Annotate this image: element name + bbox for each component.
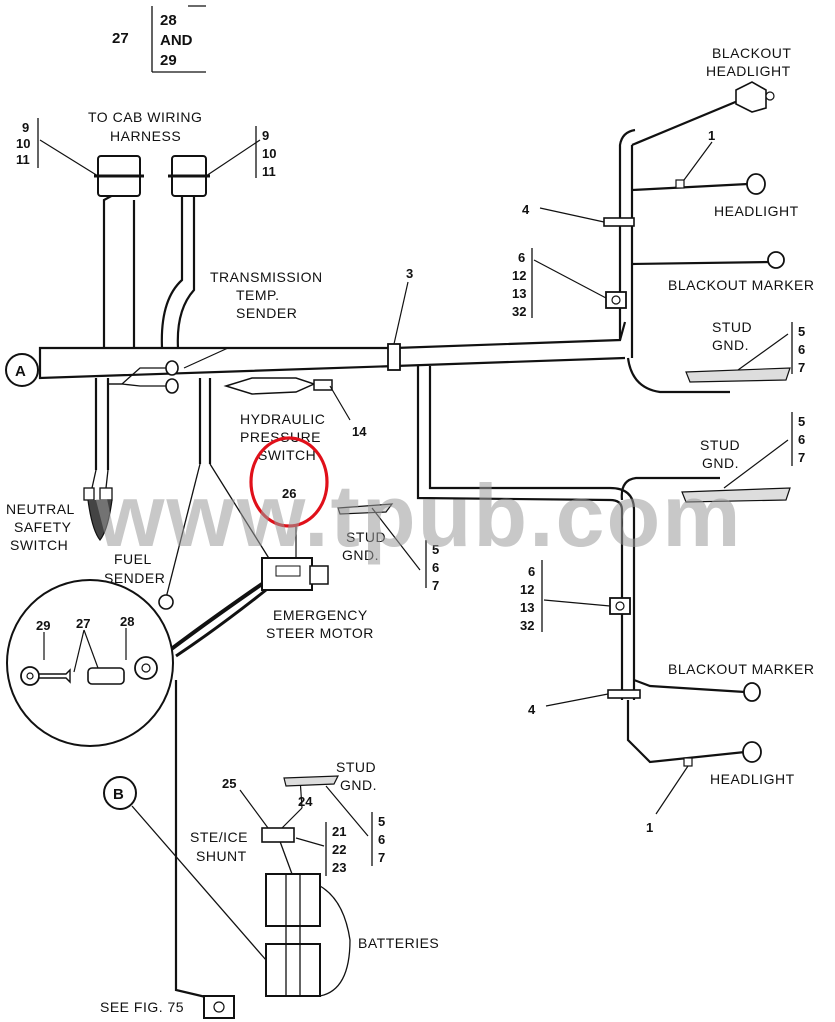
switch-label: SWITCH bbox=[258, 447, 316, 463]
ref-top: 28 bbox=[160, 12, 177, 29]
safety-label: SAFETY bbox=[14, 519, 72, 535]
num-4-top: 4 bbox=[522, 202, 530, 217]
clip-top-6: 6 bbox=[518, 250, 525, 265]
right-stack-11: 11 bbox=[262, 164, 276, 179]
batteries-label: BATTERIES bbox=[358, 935, 439, 951]
gnd3-6: 6 bbox=[378, 832, 385, 847]
num-1-bottom: 1 bbox=[646, 820, 653, 835]
gnd2-7: 7 bbox=[432, 578, 439, 593]
clip-bot-12: 12 bbox=[520, 582, 534, 597]
num-14: 14 bbox=[352, 424, 367, 439]
num-25: 25 bbox=[222, 776, 236, 791]
gnd3-7: 7 bbox=[378, 850, 385, 865]
gnd4-7: 7 bbox=[798, 450, 805, 465]
stud-gnd-center: 5 6 7 STUD GND. bbox=[337, 503, 439, 593]
stud-b-label: STUD bbox=[712, 319, 752, 335]
ste-ice-label: STE/ICE bbox=[190, 829, 248, 845]
headlight-bottom-label: HEADLIGHT bbox=[710, 771, 795, 787]
gnd3-5: 5 bbox=[378, 814, 385, 829]
blackout-marker-bottom-label: BLACKOUT MARKER bbox=[668, 661, 815, 677]
battery-wiring: B SEE FIG. 75 BATTERIES bbox=[100, 680, 439, 1019]
lower-right-lights: 5 6 7 STUD GND. 6 12 13 32 4 BLACKOUT MA… bbox=[520, 412, 815, 835]
num-27: 27 bbox=[76, 616, 90, 631]
emergency-label: EMERGENCY bbox=[273, 607, 368, 623]
clip-top-13: 13 bbox=[512, 286, 526, 301]
neutral-label: NEUTRAL bbox=[6, 501, 75, 517]
gnd1-5: 5 bbox=[798, 324, 805, 339]
clip-top-12: 12 bbox=[512, 268, 526, 283]
fuel-sender: FUEL SENDER bbox=[104, 463, 271, 610]
reference-block: 27 28 AND 29 bbox=[112, 5, 206, 73]
temp-label: TEMP. bbox=[236, 287, 279, 303]
gnd-c-label: GND. bbox=[702, 455, 739, 471]
blackout-marker-top-label: BLACKOUT MARKER bbox=[668, 277, 815, 293]
clip-bot-32: 32 bbox=[520, 618, 534, 633]
transmission-label: TRANSMISSION bbox=[210, 269, 323, 285]
highlight-26: 26 bbox=[249, 436, 329, 528]
ste-ice-shunt: 25 24 21 22 23 5 6 7 STUD GND. STE/ICE S… bbox=[190, 759, 385, 876]
gnd4-5: 5 bbox=[798, 414, 805, 429]
gnd4-6: 6 bbox=[798, 432, 805, 447]
right-stack-9: 9 bbox=[262, 128, 269, 143]
sender-label: SENDER bbox=[236, 305, 297, 321]
num-26: 26 bbox=[282, 486, 296, 501]
num-1-top: 1 bbox=[708, 128, 715, 143]
gnd1-6: 6 bbox=[798, 342, 805, 357]
headlight-top-label: HEADLIGHT bbox=[714, 203, 799, 219]
num-3: 3 bbox=[406, 266, 413, 281]
shunt-23: 23 bbox=[332, 860, 346, 875]
to-cab-label: TO CAB WIRING bbox=[88, 109, 202, 125]
shunt-label: SHUNT bbox=[196, 848, 247, 864]
hydraulic-label: HYDRAULIC bbox=[240, 411, 325, 427]
ref-and: AND bbox=[160, 32, 193, 49]
stud-a-label: STUD bbox=[346, 529, 386, 545]
watermark: www.tpub.com bbox=[95, 466, 743, 565]
fuel-sender-label: SENDER bbox=[104, 570, 165, 586]
stud-d-label: STUD bbox=[336, 759, 376, 775]
ref-num: 27 bbox=[112, 30, 129, 47]
left-stack-9: 9 bbox=[22, 120, 29, 135]
upper-right-lights: BLACKOUT HEADLIGHT 1 HEADLIGHT BLACKOUT … bbox=[512, 45, 815, 383]
blackout-headlight-1: BLACKOUT bbox=[712, 45, 791, 61]
emergency-steer-motor: EMERGENCY STEER MOTOR bbox=[168, 526, 374, 658]
hydraulic-pressure-switch: 14 HYDRAULIC PRESSURE SWITCH bbox=[223, 377, 367, 463]
left-stack-11: 11 bbox=[16, 152, 30, 167]
switch2-label: SWITCH bbox=[10, 537, 68, 553]
num-29: 29 bbox=[36, 618, 50, 633]
num-28: 28 bbox=[120, 614, 134, 629]
ref-bottom: 29 bbox=[160, 52, 177, 69]
gnd2-5: 5 bbox=[432, 542, 439, 557]
see-fig-label: SEE FIG. 75 bbox=[100, 999, 184, 1015]
clip-bot-6: 6 bbox=[528, 564, 535, 579]
num-4-bottom: 4 bbox=[528, 702, 536, 717]
blackout-headlight-2: HEADLIGHT bbox=[706, 63, 791, 79]
gnd2-6: 6 bbox=[432, 560, 439, 575]
clip-bot-13: 13 bbox=[520, 600, 534, 615]
right-stack-10: 10 bbox=[262, 146, 276, 161]
callout-b-label: B bbox=[113, 786, 124, 803]
num-24: 24 bbox=[298, 794, 313, 809]
terminal-detail: 29 27 28 bbox=[6, 579, 174, 747]
neutral-safety-switch: NEUTRAL SAFETY SWITCH bbox=[6, 469, 113, 553]
gnd1-7: 7 bbox=[798, 360, 805, 375]
main-harness bbox=[38, 96, 771, 764]
fuel-label: FUEL bbox=[114, 551, 152, 567]
clamp-3: 3 bbox=[387, 266, 413, 371]
stud-c-label: STUD bbox=[700, 437, 740, 453]
harness-label: HARNESS bbox=[110, 128, 181, 144]
clip-top-32: 32 bbox=[512, 304, 526, 319]
callout-a-label: A bbox=[15, 363, 26, 380]
gnd-d-label: GND. bbox=[340, 777, 377, 793]
callout-a: A bbox=[5, 353, 39, 387]
cab-connectors: 9 10 11 9 10 11 TO CAB WIRING HARNESS bbox=[16, 109, 276, 197]
gnd-b-label: GND. bbox=[712, 337, 749, 353]
left-stack-10: 10 bbox=[16, 136, 30, 151]
shunt-21: 21 bbox=[332, 824, 346, 839]
steer-motor-label: STEER MOTOR bbox=[266, 625, 374, 641]
transmission-temp-sender: TRANSMISSION TEMP. SENDER bbox=[108, 269, 323, 394]
shunt-22: 22 bbox=[332, 842, 346, 857]
gnd-a-label: GND. bbox=[342, 547, 379, 563]
